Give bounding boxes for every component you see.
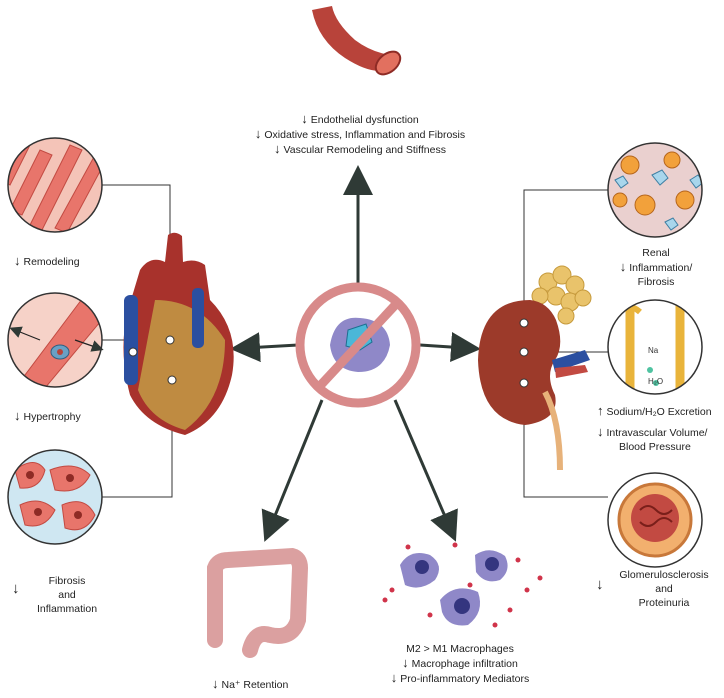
fibrosis-label: ↓ Fibrosis and Inflammation — [12, 575, 98, 615]
blood-vessel-illustration — [312, 6, 402, 76]
tubule-h2o-label: H₂O — [648, 377, 663, 386]
down-arrow-icon: ↓ — [402, 655, 409, 670]
kidney-illustration — [478, 265, 592, 471]
gut-label: ↓Na⁺ Retention — [212, 676, 289, 692]
glomerulosclerosis-label: ↓ Glomerulosclerosis and Proteinuria — [596, 569, 709, 609]
down-arrow-icon: ↓ — [619, 259, 627, 274]
heart-illustration — [123, 232, 234, 435]
vessel-effect-3: Vascular Remodeling and Stiffness — [283, 144, 446, 156]
hypertrophy-label: ↓Hypertrophy — [14, 408, 81, 424]
hypertrophy-circle — [7, 292, 104, 388]
down-arrow-icon: ↓ — [390, 670, 398, 685]
tubule-circle: Na H₂O — [607, 299, 703, 395]
down-arrow-icon: ↓ — [14, 408, 21, 423]
vessel-effect-2: Oxidative stress, Inflammation and Fibro… — [264, 129, 466, 141]
central-ban-sign — [295, 282, 421, 408]
sodium-label: ↑Sodium/H₂O Excretion — [597, 403, 712, 419]
volume-label: ↓Intravascular Volume/ Blood Pressure — [597, 424, 708, 454]
vessel-effect-1: Endothelial dysfunction — [310, 114, 419, 126]
down-arrow-icon: ↓ — [596, 576, 604, 593]
renal-label: Renal ↓Inflammation/ Fibrosis — [619, 247, 693, 288]
glomerulus-circle — [607, 472, 703, 568]
macrophage-label: M2 > M1 Macrophages ↓Macrophage infiltra… — [390, 643, 530, 685]
central-arrows — [230, 165, 481, 542]
remodeling-label: ↓Remodeling — [14, 253, 80, 269]
down-arrow-icon: ↓ — [254, 126, 262, 141]
down-arrow-icon: ↓ — [12, 580, 20, 597]
vessel-effects: ↓Endothelial dysfunction ↓Oxidative stre… — [240, 112, 480, 157]
tubule-na-label: Na — [648, 346, 659, 355]
colon-illustration — [207, 547, 309, 658]
macrophage-illustration — [382, 542, 543, 628]
fibrosis-circle — [7, 449, 103, 545]
renal-circle — [607, 142, 703, 238]
up-arrow-icon: ↑ — [597, 403, 604, 418]
remodeling-circle — [7, 137, 103, 233]
down-arrow-icon: ↓ — [14, 253, 21, 268]
down-arrow-icon: ↓ — [212, 676, 219, 691]
down-arrow-icon: ↓ — [301, 111, 308, 126]
down-arrow-icon: ↓ — [274, 141, 281, 156]
down-arrow-icon: ↓ — [597, 424, 604, 439]
